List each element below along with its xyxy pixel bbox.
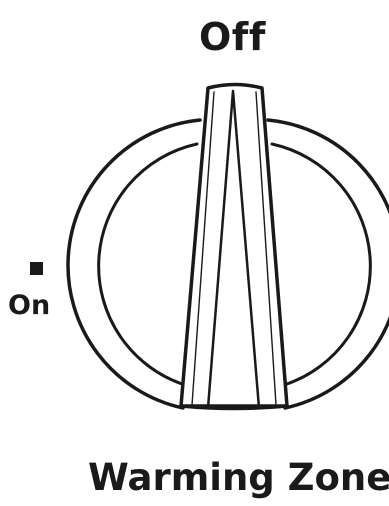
knob-outer-ring-left bbox=[68, 120, 200, 408]
knob-inner-ring-left bbox=[99, 144, 197, 385]
warming-zone-label: Warming Zone bbox=[88, 459, 389, 496]
knob-inner-ring-right bbox=[272, 144, 370, 385]
knob-pointer-outline bbox=[181, 85, 287, 407]
